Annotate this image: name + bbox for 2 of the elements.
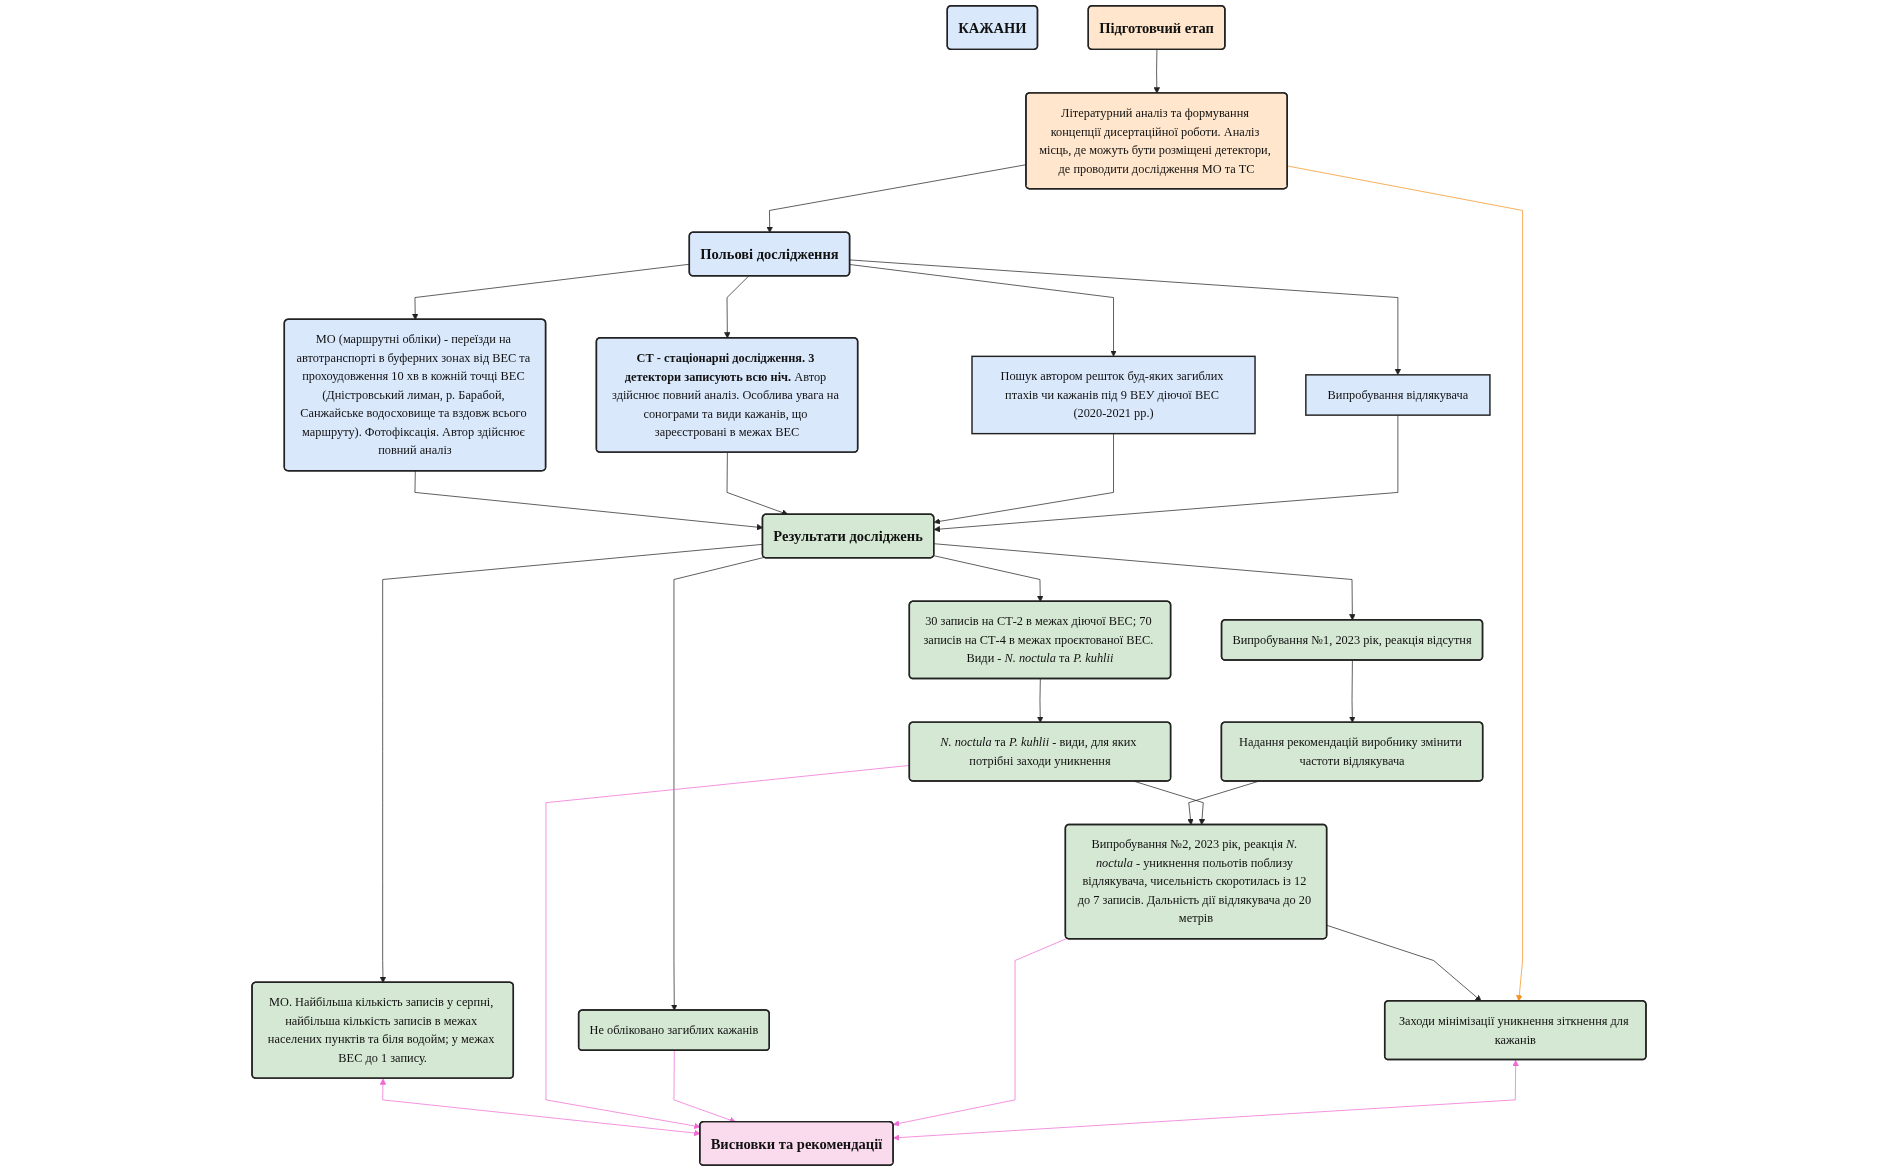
node-box: Випробування відлякувача <box>1305 374 1491 416</box>
node-box: Пошук автором решток буд-яких загиблих птахів чи кажанів під 9 ВЕУ діючої ВЕС (2020-2021 рр.) <box>971 355 1256 435</box>
